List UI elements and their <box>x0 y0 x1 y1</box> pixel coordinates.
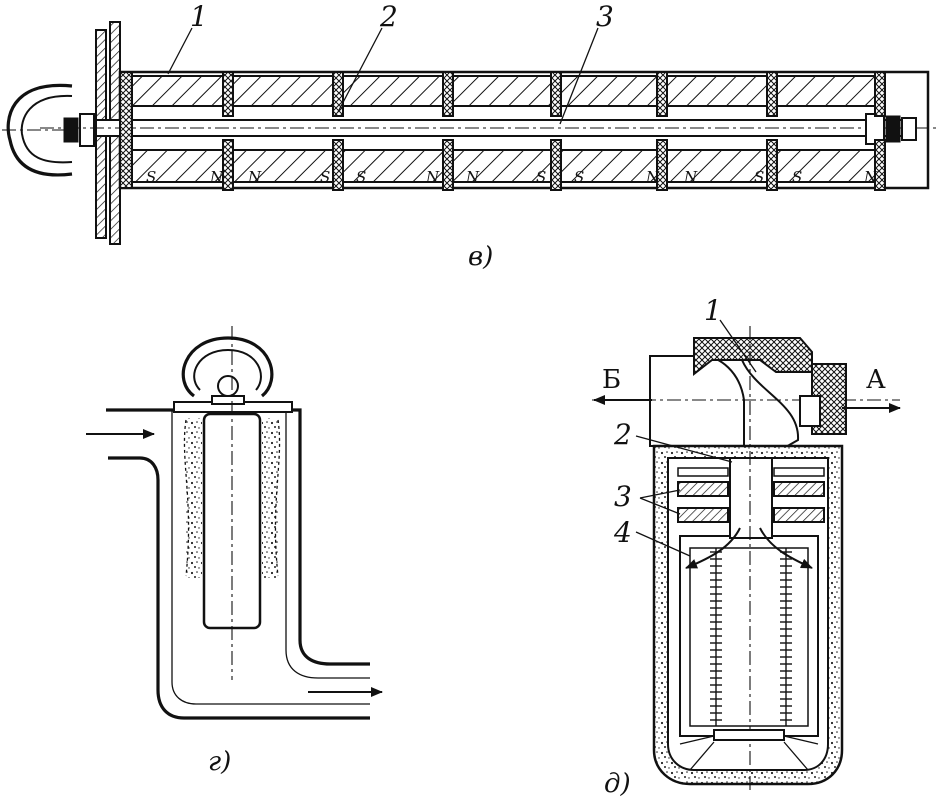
caption-d: д) <box>604 769 631 799</box>
spacer-washer <box>332 139 344 191</box>
pole-mark: S <box>754 168 764 186</box>
spacer-washer <box>656 139 668 191</box>
pole-mark: S <box>356 168 366 186</box>
pole-mark: N <box>209 168 224 186</box>
callout-v-1: 1 <box>190 0 208 33</box>
caption-g: г) <box>208 747 231 777</box>
spacer-washer <box>874 139 886 191</box>
spacer-washer <box>550 71 562 117</box>
pole-mark: S <box>320 168 330 186</box>
spacer-washer <box>550 139 562 191</box>
callout-d-1: 1 <box>704 294 722 327</box>
handle-loop <box>6 83 73 177</box>
callout-v-3: 3 <box>596 0 614 33</box>
figure-v-magnetic-rod <box>2 21 936 245</box>
pole-mark: N <box>247 168 262 186</box>
figure-g-inline-trap <box>86 326 383 720</box>
pole-mark: S <box>792 168 802 186</box>
pole-mark: S <box>574 168 584 186</box>
filter-mesh <box>710 548 792 726</box>
spacer-washer <box>656 71 668 117</box>
pole-mark: N <box>465 168 480 186</box>
trap-body <box>106 408 370 666</box>
spacer-washer <box>442 139 454 191</box>
top-cap <box>693 337 813 377</box>
spacer-washer <box>766 139 778 191</box>
pole-mark: N <box>645 168 660 186</box>
callout-v-2: 2 <box>379 0 398 33</box>
port-label-left: Б <box>602 365 621 395</box>
spacer-washer <box>222 71 234 117</box>
pole-mark: N <box>425 168 440 186</box>
pole-mark: N <box>863 168 878 186</box>
spacer-washer <box>874 71 886 117</box>
spacer-washer <box>766 71 778 117</box>
spacer-washer <box>442 71 454 117</box>
pole-mark: S <box>536 168 546 186</box>
figure-d-filter-housing <box>592 326 901 790</box>
caption-v: в) <box>468 242 493 272</box>
trap-handle <box>181 336 274 398</box>
port-label-right: А <box>866 365 886 395</box>
spacer-washers <box>222 71 886 191</box>
spacer-washer <box>222 139 234 191</box>
center-tube <box>729 457 773 539</box>
pole-mark: S <box>146 168 156 186</box>
spacer-washer <box>332 71 344 117</box>
callout-d-2: 2 <box>613 418 632 451</box>
pole-mark: N <box>683 168 698 186</box>
callout-d-3: 3 <box>614 480 632 513</box>
callout-d-4: 4 <box>613 516 632 549</box>
